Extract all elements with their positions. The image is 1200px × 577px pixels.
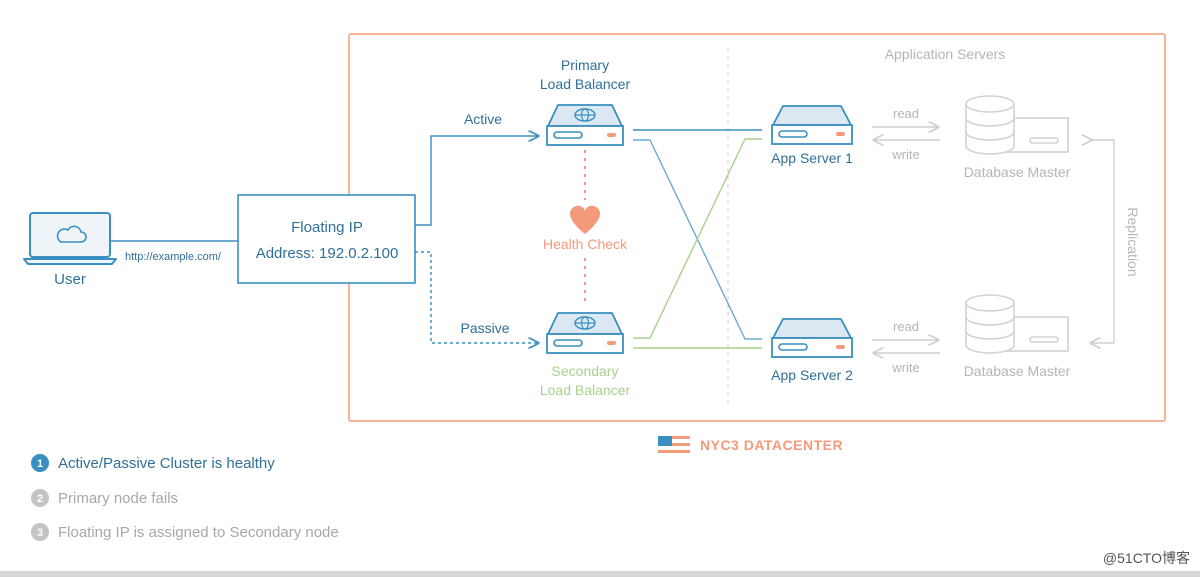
user-url: http://example.com/ [125, 251, 222, 263]
write-label-1: write [891, 147, 919, 162]
step-2-text: Primary node fails [58, 490, 178, 507]
cloud-icon [56, 225, 87, 243]
heart-icon [569, 205, 601, 234]
step-1-text: Active/Passive Cluster is healthy [58, 455, 275, 472]
active-label: Active [464, 111, 502, 127]
watermark: @51CTO博客 [1103, 550, 1190, 566]
svg-text:2: 2 [37, 493, 43, 505]
secondary-to-app1-link [633, 138, 762, 339]
globe-icon [574, 108, 596, 122]
database-1-label: Database Master [964, 164, 1071, 180]
app-servers-heading: Application Servers [885, 46, 1006, 62]
step-2: 2 Primary node fails [31, 489, 178, 507]
floating-ip-title: Floating IP [291, 219, 363, 236]
app-server-2-label: App Server 2 [771, 367, 853, 383]
replication-link [1091, 140, 1115, 343]
passive-label: Passive [460, 320, 509, 336]
read-label-1: read [893, 106, 919, 121]
primary-lb-label-line2: Load Balancer [540, 76, 631, 92]
footer-bar [0, 571, 1200, 577]
floating-ip-box [237, 194, 416, 284]
app-server-1-label: App Server 1 [771, 150, 853, 166]
user-label: User [54, 271, 86, 288]
secondary-lb-label-line1: Secondary [552, 363, 619, 379]
globe-icon [574, 316, 596, 330]
write-label-2: write [891, 360, 919, 375]
step-3: 3 Floating IP is assigned to Secondary n… [31, 523, 339, 541]
read-label-2: read [893, 319, 919, 334]
replication-label: Replication [1125, 207, 1141, 276]
svg-text:1: 1 [37, 458, 43, 470]
secondary-lb-label-line2: Load Balancer [540, 382, 631, 398]
step-3-text: Floating IP is assigned to Secondary nod… [58, 524, 339, 541]
datacenter-label: NYC3 DATACENTER [700, 437, 843, 453]
secondary-load-balancer-icon [546, 312, 624, 354]
app-server-2-icon [771, 318, 853, 358]
primary-lb-label-line1: Primary [561, 57, 609, 73]
primary-load-balancer-icon [546, 104, 624, 146]
database-2-icon [965, 294, 1069, 354]
active-link [415, 136, 538, 226]
database-1-icon [965, 95, 1069, 155]
floating-ip-address: Address: 192.0.2.100 [256, 245, 399, 262]
app-server-1-icon [771, 105, 853, 145]
svg-text:3: 3 [37, 527, 43, 539]
us-flag-icon [658, 436, 690, 453]
laptop-icon [23, 212, 117, 265]
step-1: 1 Active/Passive Cluster is healthy [31, 454, 275, 472]
passive-link [415, 251, 538, 343]
database-2-label: Database Master [964, 363, 1071, 379]
health-check-label: Health Check [543, 236, 628, 252]
